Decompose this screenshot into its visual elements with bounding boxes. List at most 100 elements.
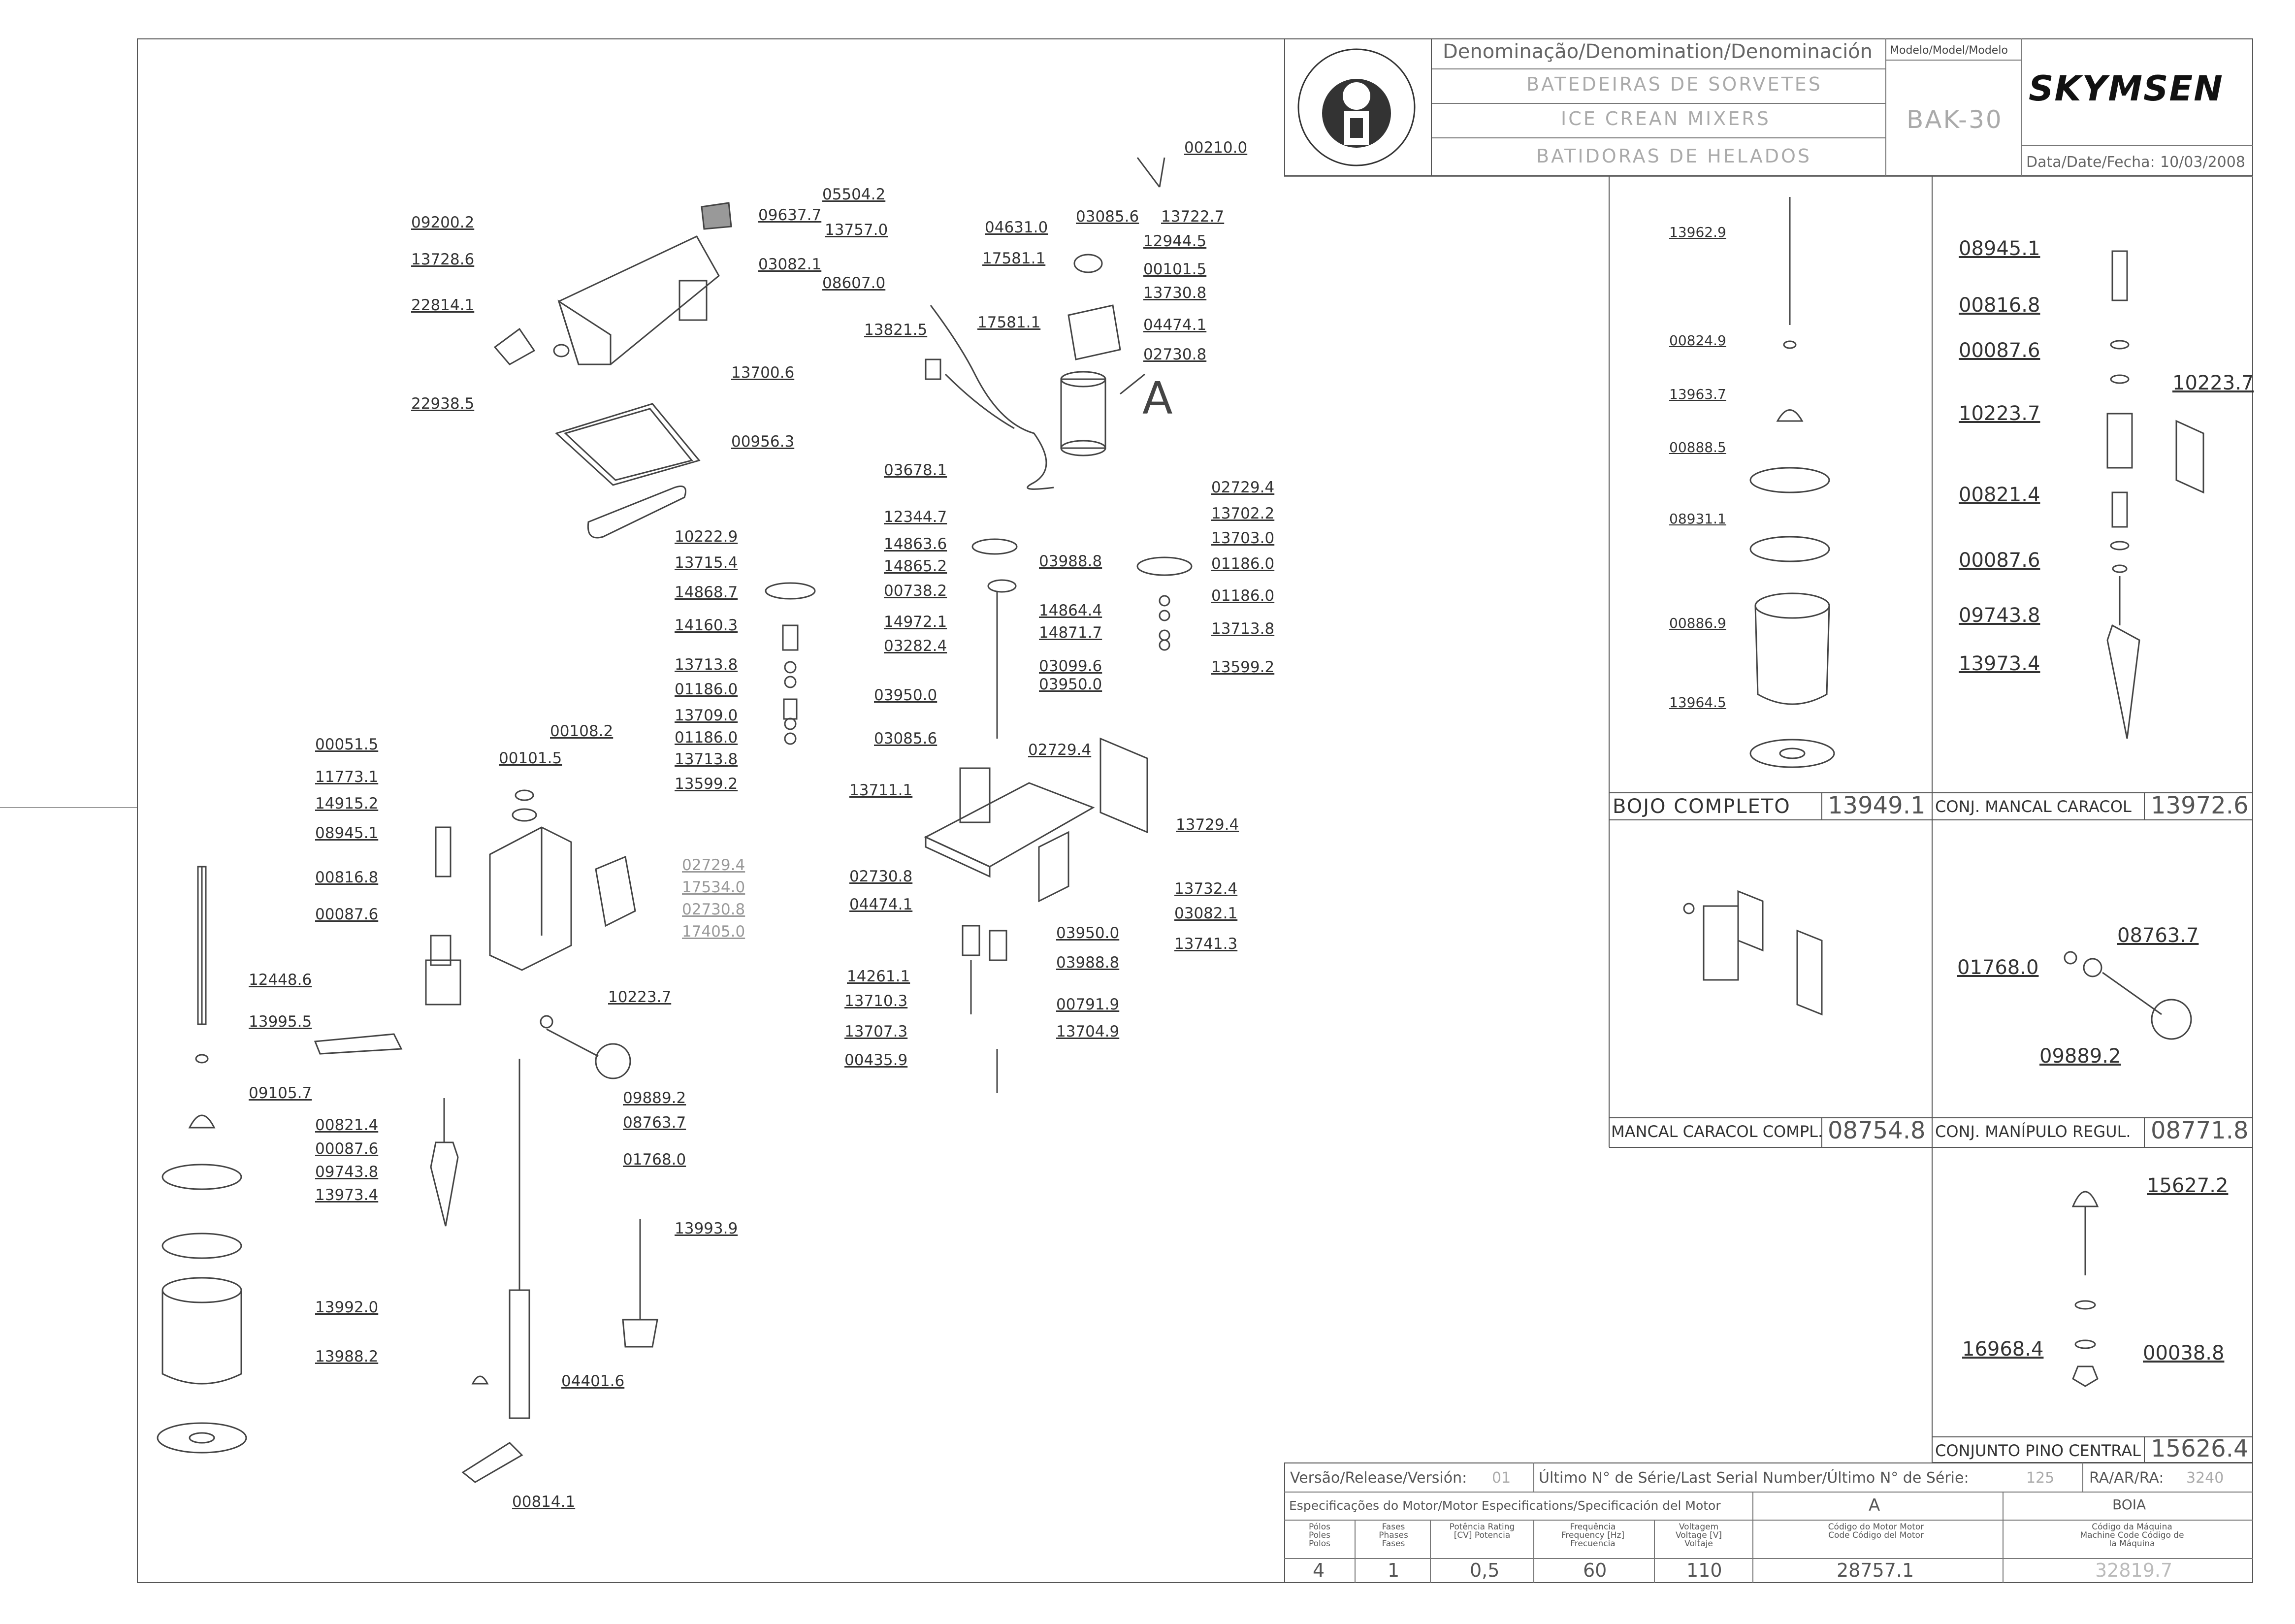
sticker bbox=[701, 202, 732, 230]
part-label: 13711.1 bbox=[849, 781, 913, 799]
pino-part-label: 16968.4 bbox=[1962, 1338, 2044, 1361]
part-label: 13973.4 bbox=[315, 1186, 379, 1204]
name-pt: BATEDEIRAS DE SORVETES bbox=[1526, 73, 1822, 95]
part-label: 00087.6 bbox=[315, 1140, 379, 1158]
bojo-part-label: 00886.9 bbox=[1669, 615, 1726, 631]
mancal-caracol-part-label: 09743.8 bbox=[1959, 604, 2040, 627]
part-label: 13713.8 bbox=[1211, 620, 1275, 638]
part-label: 08945.1 bbox=[315, 824, 379, 842]
part-label: 17581.1 bbox=[977, 314, 1041, 331]
mancal-compl-art bbox=[1683, 890, 1823, 1016]
part-label: 10223.7 bbox=[608, 988, 672, 1006]
part-label: 14160.3 bbox=[675, 617, 738, 634]
manipulo-part-label: 09889.2 bbox=[2039, 1045, 2121, 1068]
freq-label: Frequência Frequency [Hz] Frecuencia bbox=[1561, 1522, 1625, 1549]
part-label: 09637.7 bbox=[758, 206, 822, 224]
pino-code: 15626.4 bbox=[2151, 1435, 2249, 1462]
part-label: 14871.7 bbox=[1039, 624, 1102, 642]
part-label: 13707.3 bbox=[844, 1023, 908, 1040]
part-label: 01186.0 bbox=[1211, 587, 1275, 605]
part-label: 03082.1 bbox=[1174, 905, 1238, 922]
brand-logo: SKYMSEN bbox=[2029, 68, 2224, 109]
part-label: 13704.9 bbox=[1056, 1023, 1120, 1040]
part-label: 13599.2 bbox=[675, 775, 738, 793]
rating-label: Potência Rating [CV] Potencia bbox=[1449, 1522, 1515, 1540]
part-label: 13713.8 bbox=[675, 656, 738, 674]
part-label: 03282.4 bbox=[884, 637, 947, 655]
serial-value: 125 bbox=[2026, 1469, 2055, 1487]
part-label: 04631.0 bbox=[985, 219, 1048, 236]
side-housing bbox=[489, 789, 636, 971]
part-label: 02730.8 bbox=[682, 901, 745, 918]
motor-code-value: 28757.1 bbox=[1837, 1559, 1914, 1581]
bojo-part-label: 00888.5 bbox=[1669, 439, 1726, 455]
bojo-part-label: 13962.9 bbox=[1669, 224, 1726, 240]
part-label: 03678.1 bbox=[884, 461, 947, 479]
part-label: 01768.0 bbox=[623, 1151, 686, 1169]
bojo-part-label: 13963.7 bbox=[1669, 386, 1726, 402]
part-label: 01186.0 bbox=[675, 681, 738, 698]
model-label: Modelo/Model/Modelo bbox=[1890, 44, 2008, 57]
name-en: ICE CREAN MIXERS bbox=[1561, 108, 1771, 130]
part-label: 09889.2 bbox=[623, 1089, 686, 1107]
mancal-caracol-part-label: 08945.1 bbox=[1959, 237, 2040, 260]
left-agitator bbox=[157, 866, 247, 1454]
mancal-compl-name: MANCAL CARACOL COMPL. bbox=[1611, 1122, 1823, 1141]
volt-value: 110 bbox=[1686, 1559, 1722, 1581]
part-label: 01186.0 bbox=[1211, 555, 1275, 573]
upper-housing bbox=[557, 235, 720, 365]
bojo-part-label: 08931.1 bbox=[1669, 511, 1726, 527]
gasket bbox=[555, 403, 701, 486]
freq-value: 60 bbox=[1583, 1559, 1607, 1581]
part-label: 22938.5 bbox=[411, 395, 475, 413]
part-label: 03950.0 bbox=[1039, 676, 1102, 693]
phases-label: Fases Phases Fases bbox=[1379, 1522, 1408, 1549]
mancal-caracol-part-label: 13973.4 bbox=[1959, 652, 2040, 675]
col-a: A bbox=[1869, 1495, 1880, 1515]
part-label: 12944.5 bbox=[1143, 232, 1207, 250]
part-label: 04401.6 bbox=[561, 1372, 625, 1390]
part-label: 13732.4 bbox=[1174, 880, 1238, 898]
volt-label: Voltagem Voltage [V] Voltaje bbox=[1675, 1522, 1722, 1549]
part-label: 13988.2 bbox=[315, 1348, 379, 1365]
part-label: 00210.0 bbox=[1184, 139, 1248, 157]
part-label: 13715.4 bbox=[675, 554, 738, 572]
poles-value: 4 bbox=[1313, 1559, 1325, 1581]
mancal-caracol-part-label: 00821.4 bbox=[1959, 484, 2040, 506]
long-rod bbox=[461, 1059, 658, 1483]
mancal-caracol-part-label: 00087.6 bbox=[1959, 549, 2040, 572]
part-label: 00816.8 bbox=[315, 869, 379, 886]
worm-caracol bbox=[314, 826, 461, 1227]
part-label: 13757.0 bbox=[825, 221, 888, 239]
part-label: 14863.6 bbox=[884, 535, 947, 553]
version-value: 01 bbox=[1492, 1469, 1511, 1487]
part-label: 13700.6 bbox=[731, 364, 795, 382]
part-label: 00791.9 bbox=[1056, 996, 1120, 1013]
gearbox-plate bbox=[924, 737, 1148, 903]
mancal-caracol-part-label: 10223.7 bbox=[2172, 372, 2254, 394]
part-label: 13703.0 bbox=[1211, 529, 1275, 547]
part-label: 00087.6 bbox=[315, 906, 379, 923]
label-plate bbox=[493, 327, 536, 365]
part-label: 11773.1 bbox=[315, 768, 379, 786]
machine-code-label: Código da Máquina Machine Code Código de… bbox=[2080, 1522, 2184, 1549]
part-label: 03950.0 bbox=[1056, 924, 1120, 942]
phases-value: 1 bbox=[1388, 1559, 1400, 1581]
denomination-label: Denominação/Denomination/Denominación bbox=[1443, 40, 1873, 63]
date-label: Data/Date/Fecha: bbox=[2026, 154, 2155, 171]
pino-art bbox=[2071, 1191, 2099, 1387]
part-label: 14865.2 bbox=[884, 557, 947, 575]
part-label: 00051.5 bbox=[315, 736, 379, 753]
motor-tag-leader bbox=[1120, 373, 1145, 395]
manipulo-part-label: 08763.7 bbox=[2117, 924, 2199, 947]
part-label: 22814.1 bbox=[411, 296, 475, 314]
part-label: 02730.8 bbox=[1143, 346, 1207, 363]
ra-value: 3240 bbox=[2186, 1469, 2224, 1487]
model-value: BAK-30 bbox=[1907, 105, 2003, 134]
part-label: 13730.8 bbox=[1143, 284, 1207, 302]
date-value: 10/03/2008 bbox=[2160, 154, 2245, 171]
part-label: 03988.8 bbox=[1039, 552, 1102, 570]
part-label: 13728.6 bbox=[411, 251, 475, 268]
part-label: 13702.2 bbox=[1211, 505, 1275, 522]
manipulo-part-label: 01768.0 bbox=[1957, 956, 2039, 979]
